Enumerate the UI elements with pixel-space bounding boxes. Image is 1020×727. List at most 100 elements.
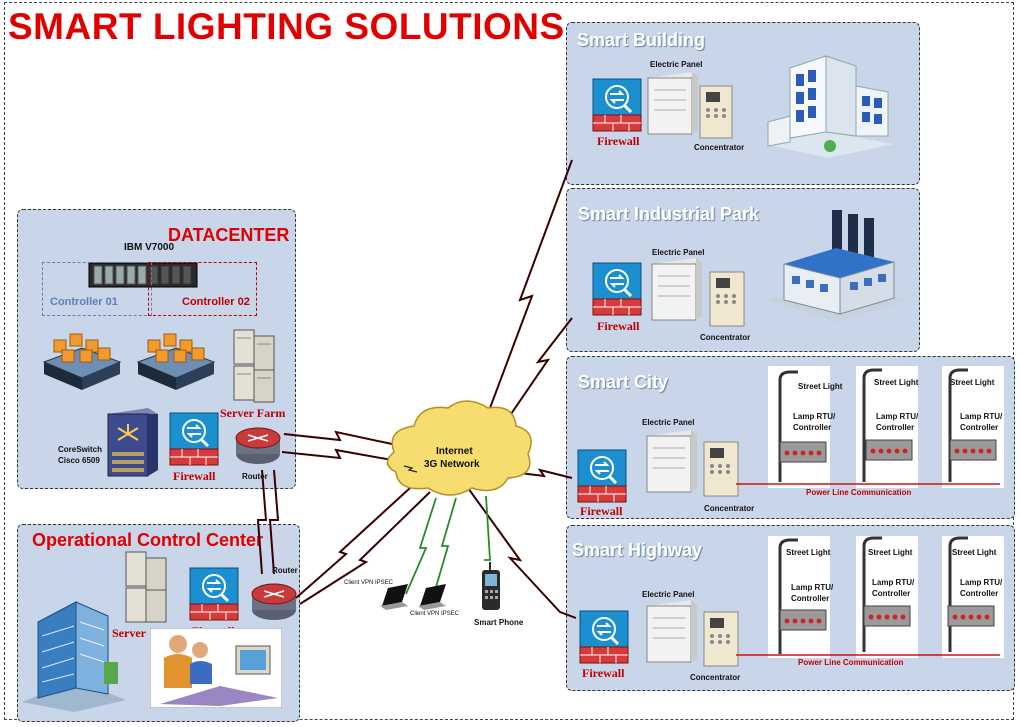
server-icon <box>125 551 167 623</box>
highway-lamp-rtu-label: Controller <box>791 594 830 603</box>
power-line-communication <box>736 483 1000 656</box>
highway-street-light-label: Street Light <box>952 548 997 557</box>
city-lamp-rtu-label: Controller <box>960 423 999 432</box>
core-switch-label-line1: CoreSwitch <box>58 445 103 454</box>
building-concentrator-label: Concentrator <box>694 143 745 152</box>
firewall-icon <box>592 78 642 132</box>
city-street-light-unit <box>768 366 830 488</box>
city-street-light-label: Street Light <box>874 378 919 387</box>
operators-icon <box>150 628 282 708</box>
city-lamp-rtu-label: Lamp RTU/ <box>793 412 836 421</box>
lamp-poles <box>778 368 968 654</box>
highway-street-light-label: Street Light <box>868 548 913 557</box>
datacenter-router-label: Router <box>242 472 268 481</box>
highway-lamp-rtu-label: Lamp RTU/ <box>872 578 915 587</box>
highway-street-light-label: Street Light <box>786 548 831 557</box>
highway-lamp-rtu-label: Controller <box>960 589 999 598</box>
firewall-icon <box>169 412 219 466</box>
concentrator-icon <box>703 611 739 667</box>
smart-city-title: Smart City <box>578 372 669 392</box>
highway-concentrator-label: Concentrator <box>690 673 741 682</box>
occ-router-label: Router <box>272 566 298 575</box>
concentrator-icon <box>699 85 733 139</box>
factory-icon <box>768 210 910 322</box>
industrial-electric-panel-label: Electric Panel <box>652 248 705 257</box>
highway-firewall-label: Firewall <box>582 666 625 680</box>
electric-panel-icon <box>646 600 697 663</box>
internet-label: Internet <box>436 446 473 457</box>
highway-plc-label: Power Line Communication <box>798 658 904 667</box>
industrial-concentrator-label: Concentrator <box>700 333 751 342</box>
city-street-light-unit <box>942 366 1004 488</box>
internet-cloud-icon <box>386 400 532 496</box>
industrial-firewall-label: Firewall <box>597 319 640 333</box>
laptop-icon <box>380 584 408 610</box>
building-electric-panel-label: Electric Panel <box>650 60 703 69</box>
controller-02-label: Controller 02 <box>182 296 250 308</box>
diagram-title: SMART LIGHTING SOLUTIONS <box>8 6 565 47</box>
firewall-icon <box>189 567 239 621</box>
dc-occ-links <box>256 469 280 575</box>
storage-array-icon <box>88 262 198 288</box>
firewall-icon <box>579 610 629 664</box>
smart-phone-label: Smart Phone <box>474 618 524 627</box>
controller-02-box <box>148 262 257 316</box>
smart-building-title: Smart Building <box>577 30 706 50</box>
city-lamp-rtu-label: Controller <box>876 423 915 432</box>
concentrator-icon <box>709 271 745 327</box>
building-firewall-label: Firewall <box>597 134 640 148</box>
highway-street-light-unit <box>856 536 918 658</box>
electric-panel-icon <box>646 430 697 493</box>
city-firewall-label: Firewall <box>580 504 623 518</box>
controller-01-box <box>42 262 152 316</box>
vmware-host-icon <box>42 333 122 390</box>
highway-street-light-unit <box>768 536 830 658</box>
vmware-host-icon <box>136 333 216 390</box>
highway-electric-panel-label: Electric Panel <box>642 590 695 599</box>
laptop-icon <box>418 584 446 610</box>
lamp-rtu-leds <box>784 448 992 624</box>
concentrator-icon <box>703 441 739 497</box>
server-farm-icon <box>233 329 275 403</box>
city-street-light-label: Street Light <box>798 382 843 391</box>
occ-server-label: Server <box>112 626 146 640</box>
wan-links <box>281 159 577 619</box>
city-lamp-rtu-label: Lamp RTU/ <box>960 412 1003 421</box>
city-concentrator-label: Concentrator <box>704 504 755 513</box>
electric-panel-icon <box>651 258 702 321</box>
lamp-rtu-boxes <box>779 439 997 631</box>
firewall-icon <box>577 449 627 503</box>
highway-street-light-unit <box>942 536 1004 658</box>
smart-highway-title: Smart Highway <box>572 540 703 560</box>
client-vpn-label: Client VPN IPSEC <box>410 611 460 617</box>
highway-lamp-rtu-label: Controller <box>872 589 911 598</box>
smart-industrial-title: Smart Industrial Park <box>578 204 760 224</box>
storage-label: IBM V7000 <box>124 242 175 253</box>
control-center-building-icon <box>22 601 126 712</box>
core-switch-icon <box>107 408 158 477</box>
server-farm-label: Server Farm <box>220 406 286 420</box>
core-switch-label-line2: Cisco 6509 <box>58 456 100 465</box>
office-building-icon <box>764 55 894 158</box>
router-icon <box>251 583 297 620</box>
datacenter-title: DATACENTER <box>168 225 290 245</box>
highway-lamp-rtu-label: Lamp RTU/ <box>791 583 834 592</box>
smart-phone-icon <box>482 562 500 610</box>
city-lamp-rtu-label: Lamp RTU/ <box>876 412 919 421</box>
city-electric-panel-label: Electric Panel <box>642 418 695 427</box>
firewall-icon <box>592 262 642 316</box>
occ-title: Operational Control Center <box>32 530 264 550</box>
highway-lamp-rtu-label: Lamp RTU/ <box>960 578 1003 587</box>
controller-01-label: Controller 01 <box>50 296 118 308</box>
client-links <box>405 495 491 595</box>
network-label: 3G Network <box>424 459 480 470</box>
datacenter-firewall-label: Firewall <box>173 469 216 483</box>
city-plc-label: Power Line Communication <box>806 488 912 497</box>
city-street-light-unit <box>856 366 918 488</box>
client-vpn-label: Client VPN IPSEC <box>344 580 394 586</box>
city-street-light-label: Street Light <box>950 378 995 387</box>
router-icon <box>235 427 281 464</box>
electric-panel-icon <box>647 72 698 135</box>
city-lamp-rtu-label: Controller <box>793 423 832 432</box>
